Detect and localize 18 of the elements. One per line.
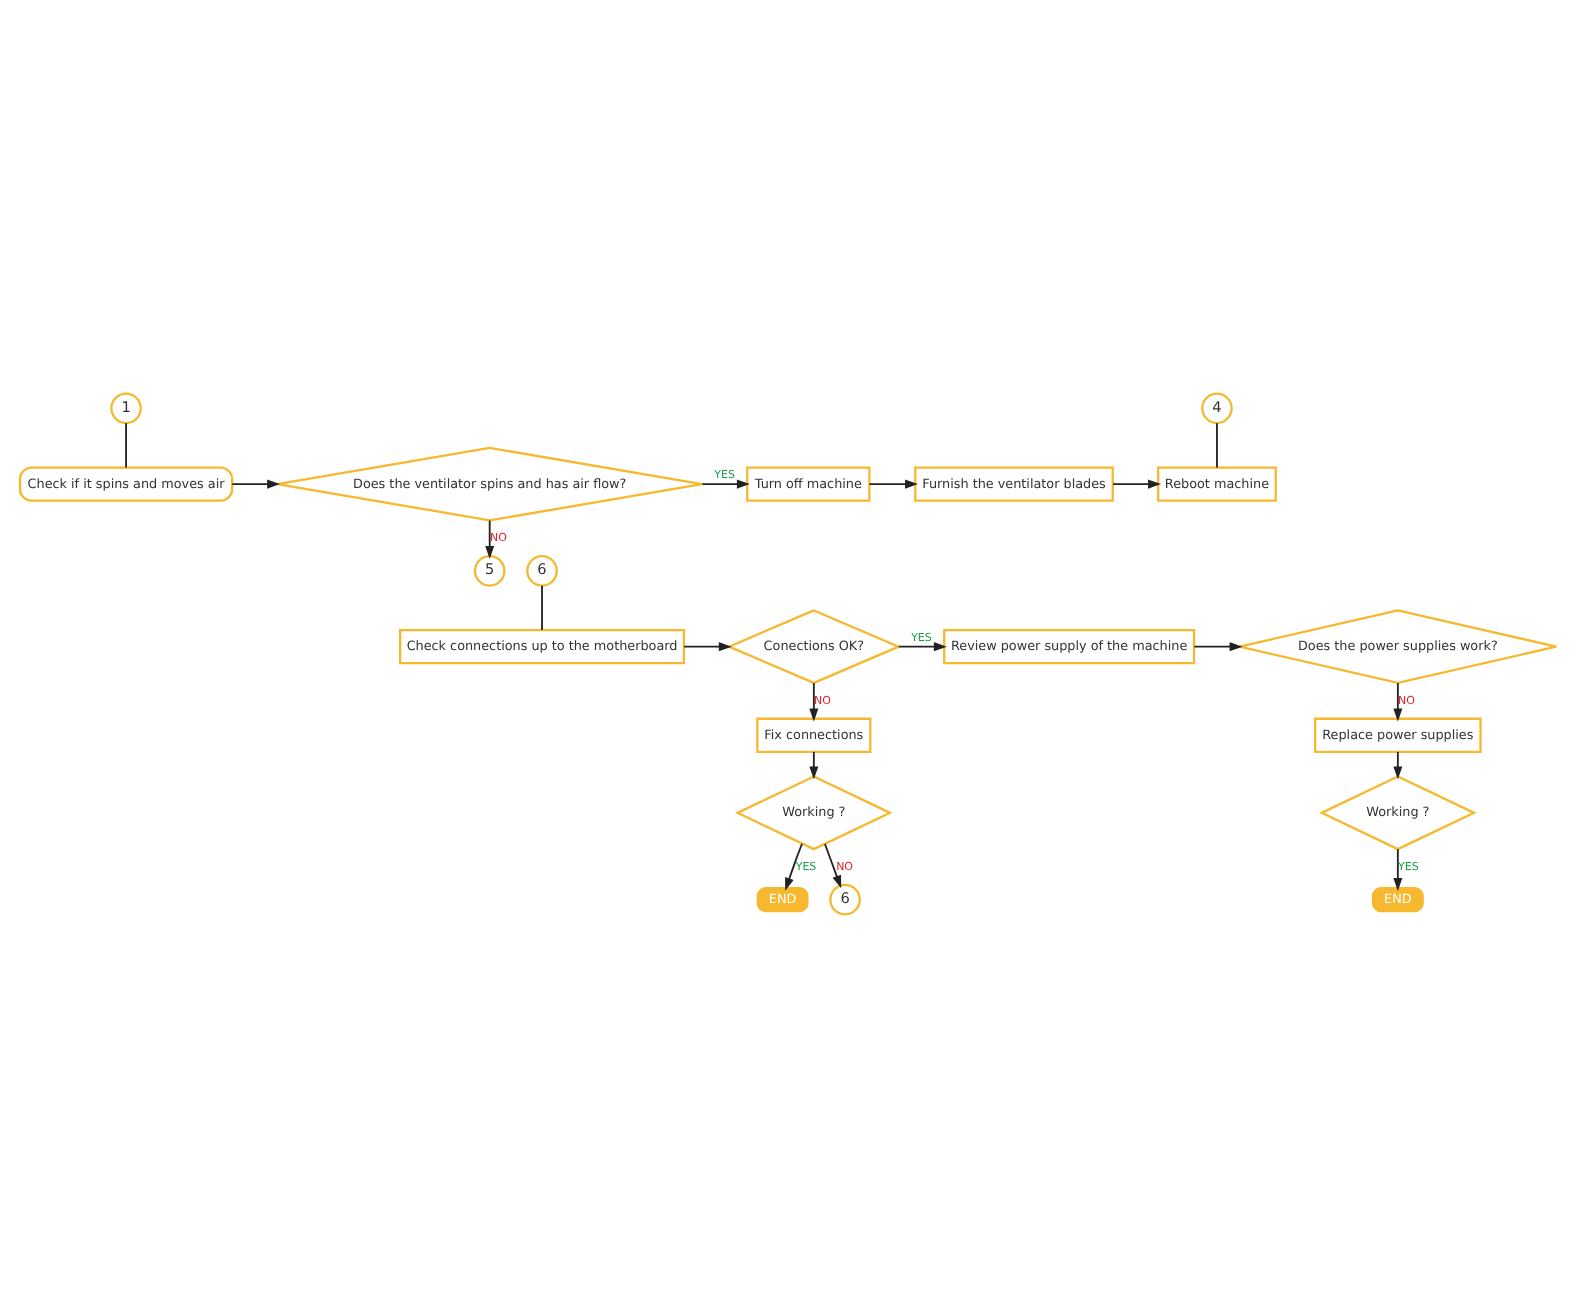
arrow bbox=[809, 681, 819, 721]
arrow bbox=[785, 841, 803, 890]
arrow bbox=[824, 842, 842, 888]
arrow bbox=[683, 641, 732, 651]
connector bbox=[125, 421, 127, 468]
arrow bbox=[809, 749, 819, 779]
arrow bbox=[1193, 641, 1243, 651]
arrow bbox=[1112, 478, 1161, 488]
arrow bbox=[1393, 681, 1403, 721]
connector bbox=[541, 583, 543, 631]
arrow bbox=[1393, 847, 1403, 890]
arrow bbox=[897, 641, 947, 651]
connector bbox=[1216, 421, 1218, 468]
arrow bbox=[1393, 749, 1403, 779]
arrow bbox=[701, 478, 750, 488]
arrow bbox=[868, 478, 918, 488]
arrow bbox=[231, 478, 281, 488]
arrow bbox=[485, 518, 495, 558]
